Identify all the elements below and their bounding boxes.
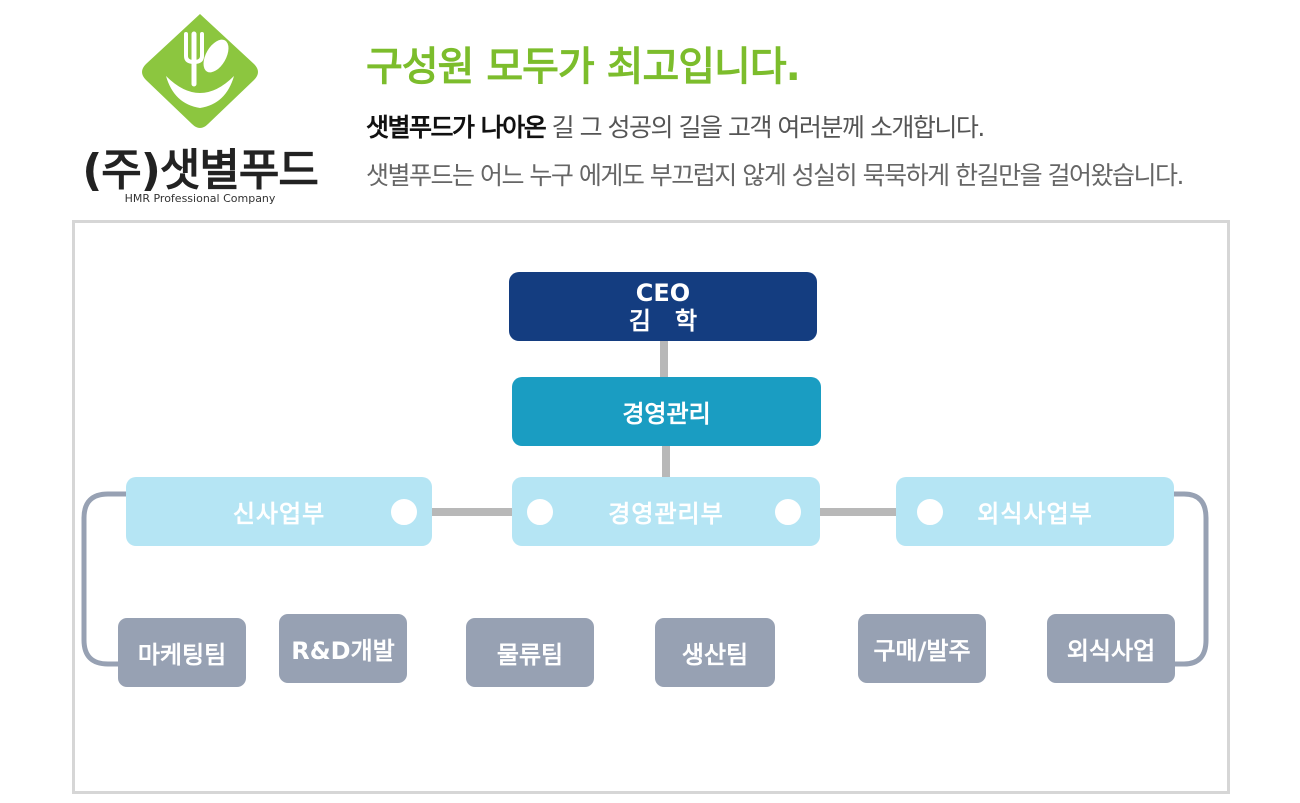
department-new-business: 신사업부: [126, 477, 432, 546]
ceo-name: 김 학: [628, 306, 698, 335]
logo-company-name: (주)샛별푸드: [82, 145, 319, 196]
team-food-service: 외식사업: [1047, 614, 1175, 683]
team-purchasing: 구매/발주: [858, 614, 986, 683]
department-management: 경영관리부: [512, 477, 820, 546]
intro-emphasis: 샛별푸드가 나아온: [366, 113, 547, 142]
intro-line-1: 샛별푸드가 나아온 길 그 성공의 길을 고객 여러분께 소개합니다.: [366, 108, 986, 144]
logo-tagline: HMR Professional Company: [124, 192, 276, 205]
management-node: 경영관리: [512, 377, 821, 446]
connector-dot: [389, 497, 419, 527]
team-rnd: R&D개발: [279, 614, 407, 683]
company-logo: (주)샛별푸드 HMR Professional Company: [70, 14, 330, 214]
page-headline: 구성원 모두가 최고입니다.: [366, 44, 801, 90]
team-marketing: 마케팅팀: [118, 618, 246, 687]
right-bracket: [1174, 491, 1209, 667]
left-bracket: [81, 491, 126, 667]
team-production: 생산팀: [655, 618, 775, 687]
connector-dot: [915, 497, 945, 527]
ceo-title: CEO: [635, 278, 691, 307]
leaf-spoon-logo-icon: [142, 14, 258, 128]
intro-rest: 길 그 성공의 길을 고객 여러분께 소개합니다.: [545, 113, 986, 142]
ceo-node: CEO 김 학: [509, 272, 817, 341]
connector-dot: [525, 497, 555, 527]
connector-dot: [773, 497, 803, 527]
intro-line-2: 샛별푸드는 어느 누구 에게도 부끄럽지 않게 성실히 묵묵하게 한길만을 걸어…: [366, 161, 1184, 190]
team-logistics: 물류팀: [466, 618, 594, 687]
